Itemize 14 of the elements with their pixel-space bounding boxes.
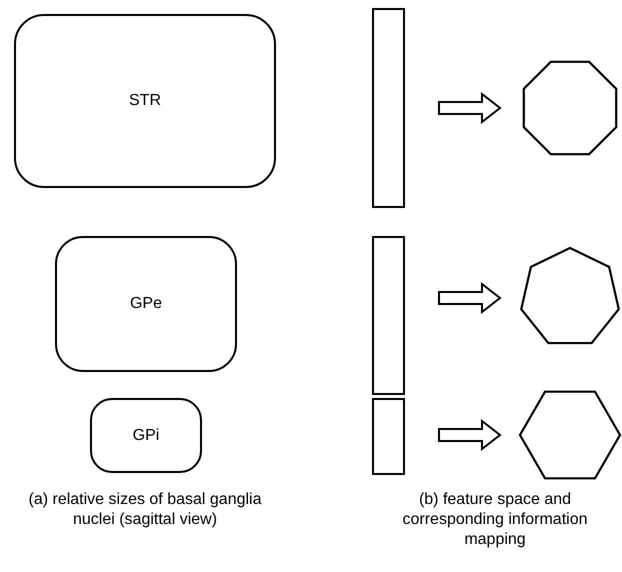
hollow-arrow xyxy=(438,92,502,124)
node-label: GPi xyxy=(132,426,160,444)
rounded-box xyxy=(55,236,237,372)
feature-bar xyxy=(372,398,405,475)
rounded-box xyxy=(14,14,276,188)
feature-bar xyxy=(372,8,405,208)
caption: (a) relative sizes of basal ganglia nuclei (sagittal view) xyxy=(27,490,262,530)
feature-bar xyxy=(372,236,405,395)
rounded-box xyxy=(90,398,202,473)
node-label: GPe xyxy=(130,295,162,313)
node-label: STR xyxy=(129,92,161,110)
hollow-arrow xyxy=(438,418,502,452)
hollow-arrow xyxy=(438,282,502,314)
caption: (b) feature space and corresponding information mapping xyxy=(402,490,588,550)
